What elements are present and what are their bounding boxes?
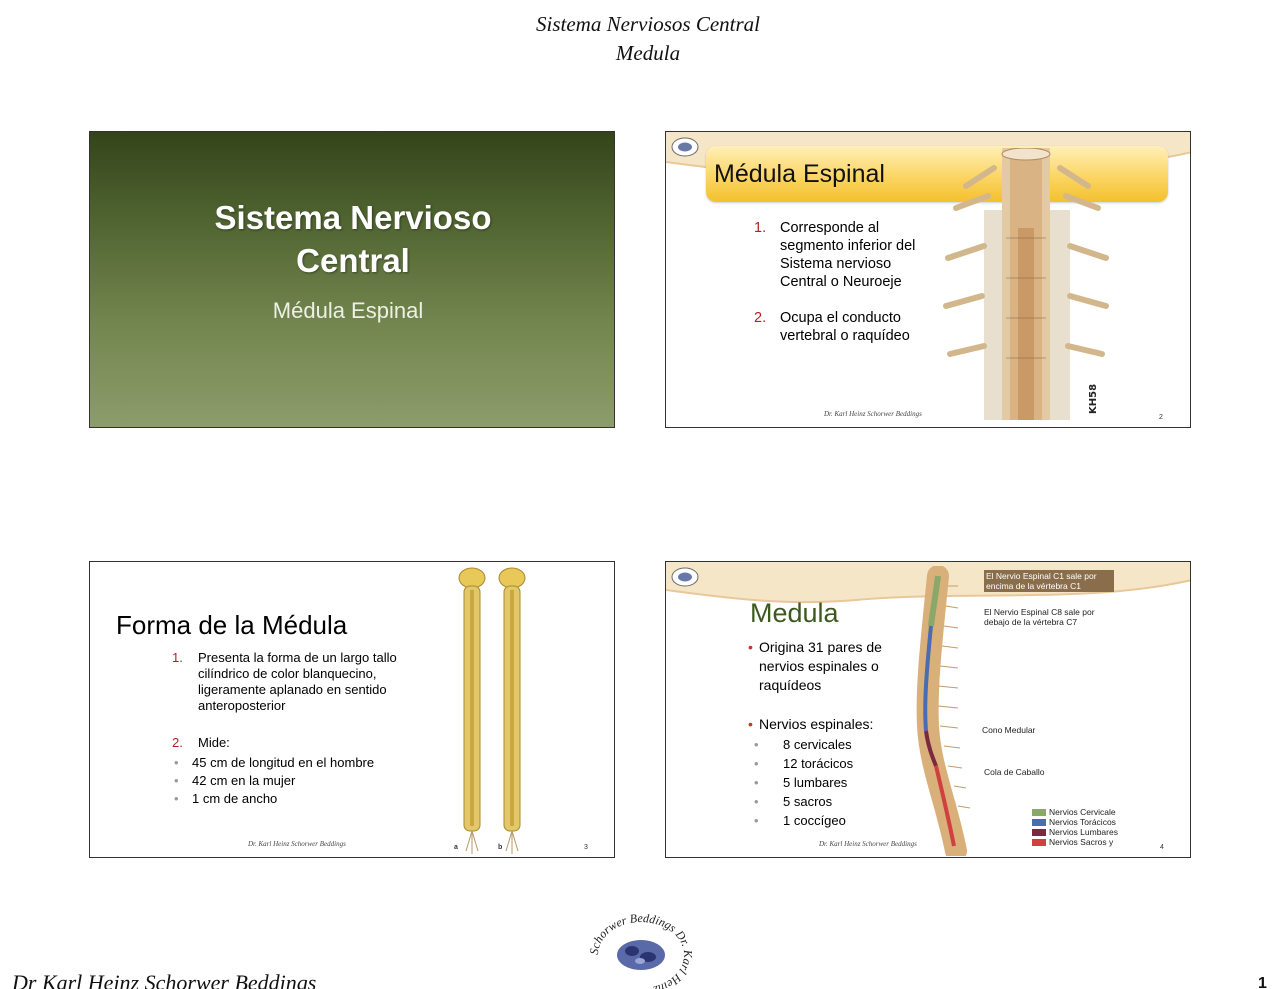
spinal-nerves-diagram: [916, 566, 971, 856]
slide-2-title: Médula Espinal: [714, 160, 885, 188]
list-text: Mide:: [198, 735, 230, 750]
c1-annotation: El Nervio Espinal C1 sale por encima de …: [984, 570, 1114, 592]
legend-label: Nervios Lumbares: [1049, 827, 1118, 837]
slide-3-footer: Dr. Karl Heinz Schorwer Beddings: [248, 840, 346, 848]
slide-1-title-line2: Central: [296, 242, 410, 279]
list-item: 2. Mide: 45 cm de longitud en el hombre 4…: [172, 735, 422, 808]
slide-4-thumbnail[interactable]: Medula Origina 31 pares de nervios espin…: [665, 561, 1191, 858]
slide-2-list: 1. Corresponde al segmento inferior del S…: [754, 219, 924, 345]
legend-item: Nervios Torácicos: [1032, 817, 1118, 827]
legend-swatch: [1032, 808, 1046, 816]
slide-1-thumbnail[interactable]: Sistema Nervioso Central Médula Espinal: [89, 131, 615, 428]
legend-item: Nervios Sacros y: [1032, 837, 1118, 847]
bullet-item: 12 torácicos: [754, 754, 888, 773]
legend-label: Nervios Cervicale: [1049, 807, 1116, 817]
bullet-item: 45 cm de longitud en el hombre: [174, 754, 422, 772]
slide-1-subtitle: Médula Espinal: [272, 298, 424, 323]
slide-3-title: Forma de la Médula: [116, 610, 348, 640]
slide-4-footer: Dr. Karl Heinz Schorwer Beddings: [819, 840, 917, 848]
title-banner: [706, 146, 1168, 202]
header-line2: Medula: [615, 41, 681, 65]
slide-3-list: 1. Presenta la forma de un largo tallo ci…: [172, 650, 422, 808]
bullet-item: 1 cm de ancho: [174, 790, 422, 808]
bottom-page-number: 1: [1258, 975, 1267, 989]
slide-4-list: Origina 31 pares de nervios espinales o …: [748, 638, 888, 830]
header-line1: Sistema Nerviosos Central: [536, 12, 760, 36]
list-text: Nervios espinales:: [759, 716, 874, 732]
bullet-item: 1 coccígeo: [754, 811, 888, 830]
seal-logo-icon: [671, 567, 699, 587]
slide-4-page-number: 4: [1160, 844, 1164, 851]
list-number: 2.: [754, 310, 767, 326]
slide-4-title: Medula: [750, 598, 839, 628]
list-number: 1.: [754, 220, 767, 236]
legend-label: Nervios Torácicos: [1049, 817, 1116, 827]
list-number: 1.: [172, 650, 183, 665]
cono-medular-label: Cono Medular: [982, 725, 1036, 735]
bullet-item: 8 cervicales: [754, 735, 888, 754]
measure-bullets: 45 cm de longitud en el hombre 42 cm en …: [174, 754, 422, 808]
c8-annotation: El Nervio Espinal C8 sale por debajo de …: [984, 607, 1095, 627]
spinal-cord-illustration: KH58: [943, 148, 1109, 420]
legend-label: Nervios Sacros y: [1049, 837, 1114, 847]
legend-swatch: [1032, 828, 1046, 836]
list-text: Corresponde al segmento inferior del Sis…: [780, 220, 916, 290]
list-item: Nervios espinales: 8 cervicales 12 torác…: [748, 715, 888, 830]
cola-caballo-label: Cola de Caballo: [984, 767, 1045, 777]
list-text: Ocupa el conducto vertebral o raquídeo: [780, 310, 910, 344]
slide-3-page-number: 3: [584, 844, 588, 851]
legend-item: Nervios Cervicale: [1032, 807, 1118, 817]
slide-2-thumbnail[interactable]: Médula Espinal 1. Corresponde al segmento…: [665, 131, 1191, 428]
slide-2-footer: Dr. Karl Heinz Schorwer Beddings: [824, 410, 922, 418]
list-text: Presenta la forma de un largo tallo cilí…: [198, 650, 397, 713]
bottom-author: Dr Karl Heinz Schorwer Beddings: [12, 970, 317, 989]
legend-item: Nervios Lumbares: [1032, 827, 1118, 837]
bullet-item: 5 lumbares: [754, 773, 888, 792]
list-item: 2. Ocupa el conducto vertebral o raquídeo: [754, 309, 924, 345]
page-header: Sistema Nerviosos Central Medula: [0, 10, 1280, 68]
author-seal-logo: Schorwer Beddings Dr. Karl Heinz: [587, 911, 695, 989]
slide-1-title: Sistema Nervioso Central: [90, 196, 614, 282]
legend-swatch: [1032, 838, 1046, 846]
figure-label-b: b: [498, 844, 503, 851]
slide-2-page-number: 2: [1159, 414, 1163, 421]
list-item: 1. Presenta la forma de un largo tallo ci…: [172, 650, 422, 714]
slide-3-thumbnail[interactable]: Forma de la Médula 1. Presenta la forma d…: [89, 561, 615, 858]
seal-logo-icon: [671, 137, 699, 157]
list-number: 2.: [172, 735, 183, 750]
bullet-item: 5 sacros: [754, 792, 888, 811]
slide-1-title-line1: Sistema Nervioso: [214, 199, 492, 236]
spinal-cord-shape-illustration: [458, 567, 526, 854]
list-item: Origina 31 pares de nervios espinales o …: [748, 638, 888, 695]
list-item: 1. Corresponde al segmento inferior del S…: [754, 219, 924, 291]
legend-swatch: [1032, 818, 1046, 826]
svg-text:KH58: KH58: [1088, 384, 1099, 414]
bullet-item: 42 cm en la mujer: [174, 772, 422, 790]
nerve-legend: Nervios Cervicale Nervios Torácicos Nerv…: [1032, 807, 1118, 847]
figure-label-a: a: [454, 844, 458, 851]
nerve-count-bullets: 8 cervicales 12 torácicos 5 lumbares 5 s…: [754, 735, 888, 830]
